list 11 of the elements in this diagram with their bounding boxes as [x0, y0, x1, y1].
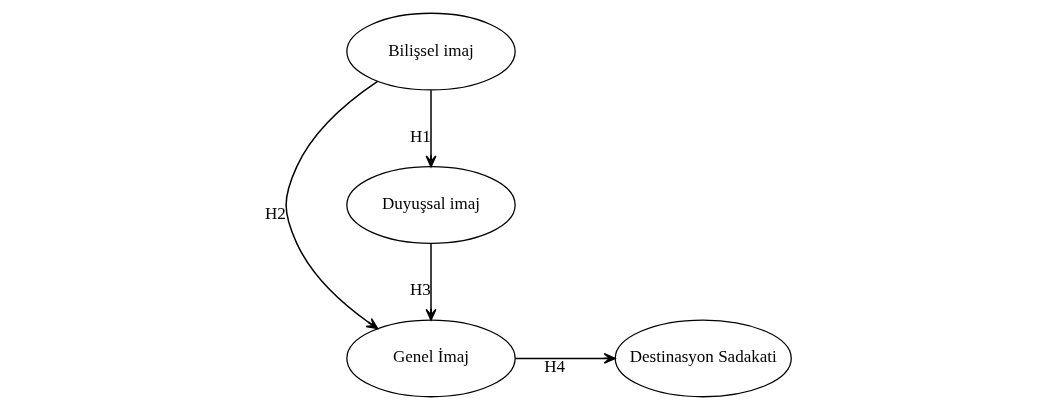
node-ellipse: Bilişsel imaj: [345, 12, 516, 91]
node-ellipse: Destinasyon Sadakati: [614, 318, 792, 397]
edge-label: H1: [409, 126, 431, 146]
node-ellipse: Duyuşsal imaj: [345, 165, 516, 244]
edge-label: H3: [409, 279, 431, 299]
arrow: [424, 242, 437, 321]
edge-label: H4: [543, 356, 565, 376]
edge-label: H2: [264, 203, 286, 223]
arrow: [424, 89, 437, 167]
arrow: [284, 80, 378, 329]
arrow: [514, 352, 616, 364]
